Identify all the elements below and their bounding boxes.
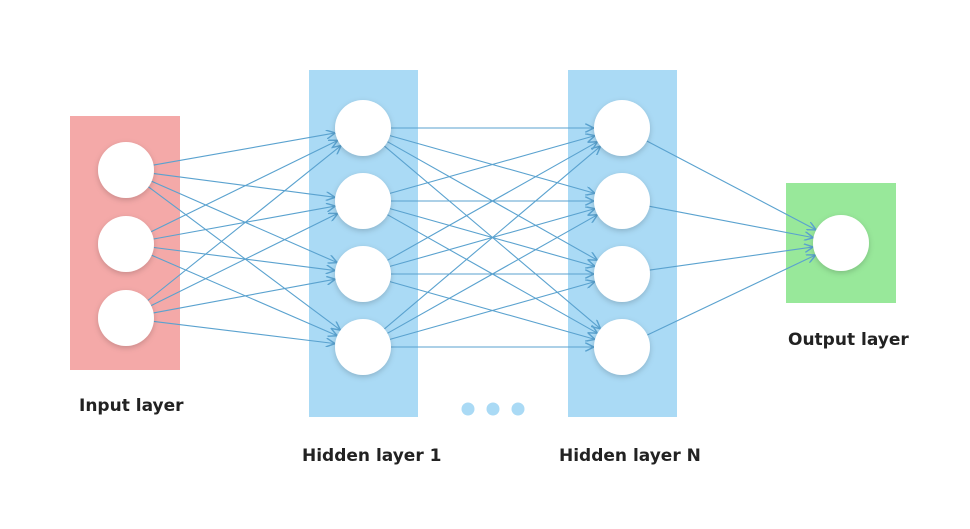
input-node-2 bbox=[98, 216, 154, 272]
connection-input-0-to-hidden-1-2 bbox=[151, 180, 337, 262]
hidden-1-node-3 bbox=[335, 246, 391, 302]
ellipsis-dot-2 bbox=[486, 402, 500, 416]
output-node-1 bbox=[813, 215, 869, 271]
connection-input-0-to-hidden-1-3 bbox=[148, 186, 339, 330]
connection-input-2-to-hidden-1-2 bbox=[153, 279, 335, 314]
connection-hidden-n-2-to-output-0 bbox=[649, 247, 813, 271]
connection-input-1-to-hidden-1-1 bbox=[153, 206, 335, 240]
connection-hidden-1-2-to-hidden-n-0 bbox=[387, 142, 596, 261]
connection-hidden-n-3-to-output-0 bbox=[647, 255, 815, 336]
connection-hidden-1-3-to-hidden-n-2 bbox=[389, 282, 594, 340]
connection-hidden-1-3-to-hidden-n-1 bbox=[387, 215, 596, 334]
ellipsis-dot-3 bbox=[511, 402, 525, 416]
connection-input-2-to-hidden-1-0 bbox=[147, 146, 341, 301]
connection-input-0-to-hidden-1-0 bbox=[153, 133, 335, 166]
connections bbox=[147, 128, 816, 347]
nodes bbox=[98, 100, 869, 375]
connection-input-2-to-hidden-1-3 bbox=[153, 320, 334, 343]
input-layer-label: Input layer bbox=[79, 396, 184, 416]
output-layer-label: Output layer bbox=[788, 330, 909, 350]
connection-input-0-to-hidden-1-1 bbox=[153, 173, 334, 198]
hidden-1-node-2 bbox=[335, 173, 391, 229]
ellipsis-dots bbox=[461, 402, 525, 416]
hidden-layer-n-label: Hidden layer N bbox=[559, 446, 701, 466]
connection-input-1-to-hidden-1-3 bbox=[151, 254, 337, 335]
connection-input-2-to-hidden-1-1 bbox=[150, 214, 337, 307]
connection-input-1-to-hidden-1-0 bbox=[150, 141, 337, 233]
hidden-n-node-1 bbox=[594, 100, 650, 156]
connection-hidden-1-1-to-hidden-n-0 bbox=[389, 136, 594, 194]
input-node-3 bbox=[98, 290, 154, 346]
ellipsis-dot-1 bbox=[461, 402, 475, 416]
connection-input-1-to-hidden-1-2 bbox=[153, 246, 334, 271]
hidden-n-node-2 bbox=[594, 173, 650, 229]
hidden-n-node-4 bbox=[594, 319, 650, 375]
connection-hidden-1-3-to-hidden-n-0 bbox=[384, 147, 600, 330]
hidden-1-node-4 bbox=[335, 319, 391, 375]
connection-hidden-n-0-to-output-0 bbox=[646, 140, 816, 230]
connection-hidden-n-1-to-output-0 bbox=[649, 205, 813, 237]
input-node-1 bbox=[98, 142, 154, 198]
hidden-1-node-1 bbox=[335, 100, 391, 156]
hidden-n-node-3 bbox=[594, 246, 650, 302]
hidden-layer-1-label: Hidden layer 1 bbox=[302, 446, 442, 466]
